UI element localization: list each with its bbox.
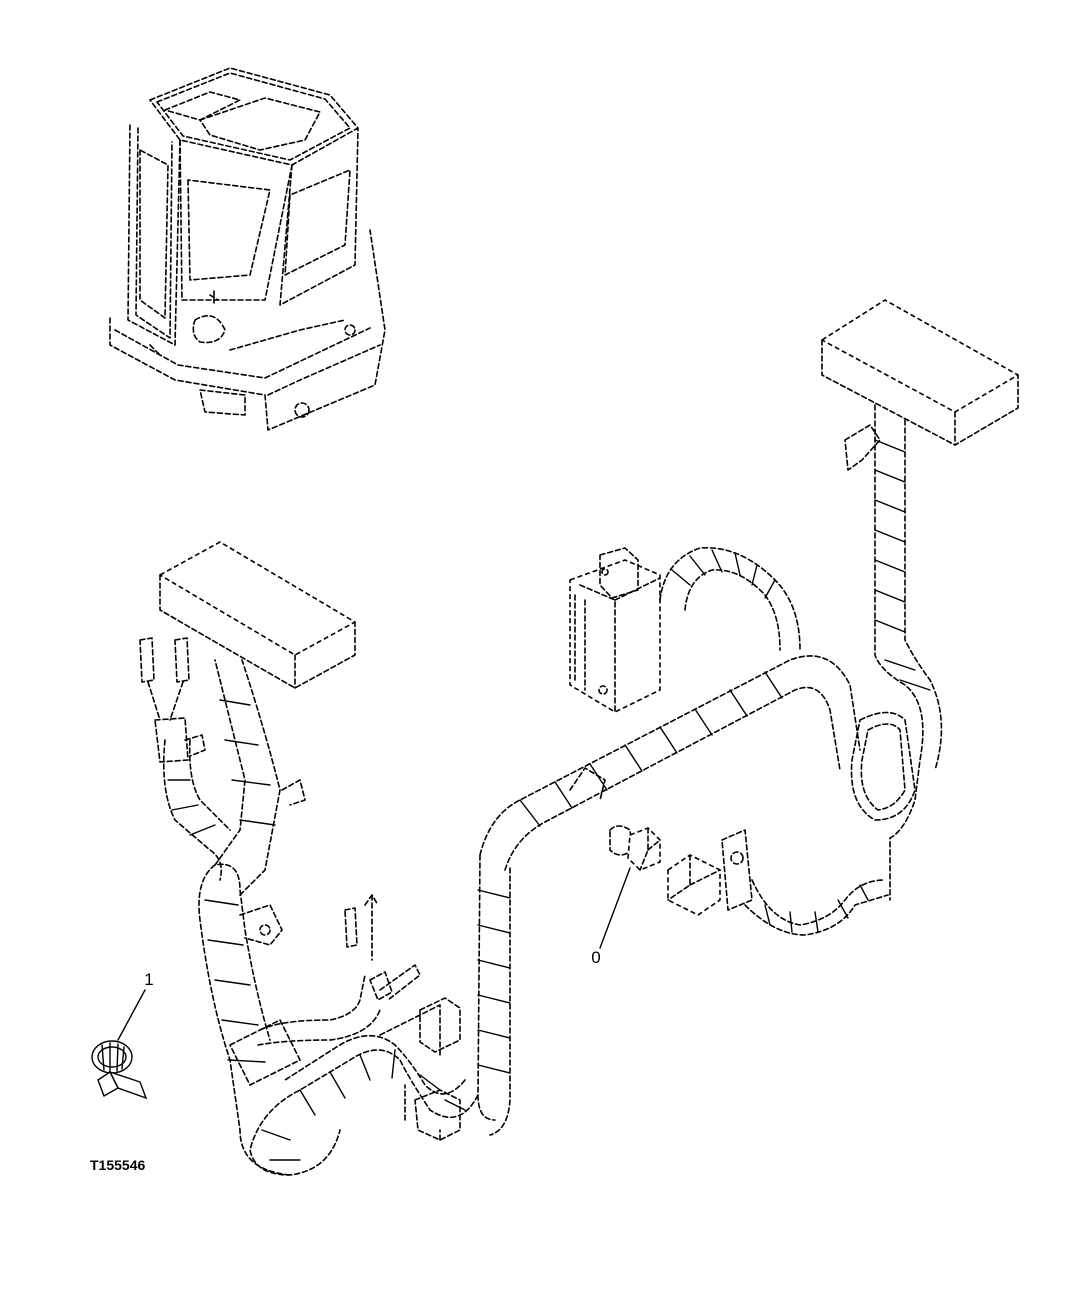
main-harness: [139, 404, 943, 1176]
left-controller-box: [159, 541, 356, 689]
callout-1: 1: [117, 970, 154, 1041]
connector: [609, 825, 661, 871]
callout-0-label: 0: [591, 948, 600, 967]
ground-terminal-block: [667, 829, 889, 936]
cab-overview: [109, 67, 386, 431]
callout-0: 0: [591, 867, 631, 967]
callout-1-label: 1: [144, 970, 153, 989]
figure-id: T155546: [90, 1157, 145, 1173]
mid-branch: [229, 894, 461, 1141]
right-controller-box: [821, 299, 1019, 446]
relay-block: [569, 547, 661, 713]
cable-strap: [91, 1040, 148, 1100]
